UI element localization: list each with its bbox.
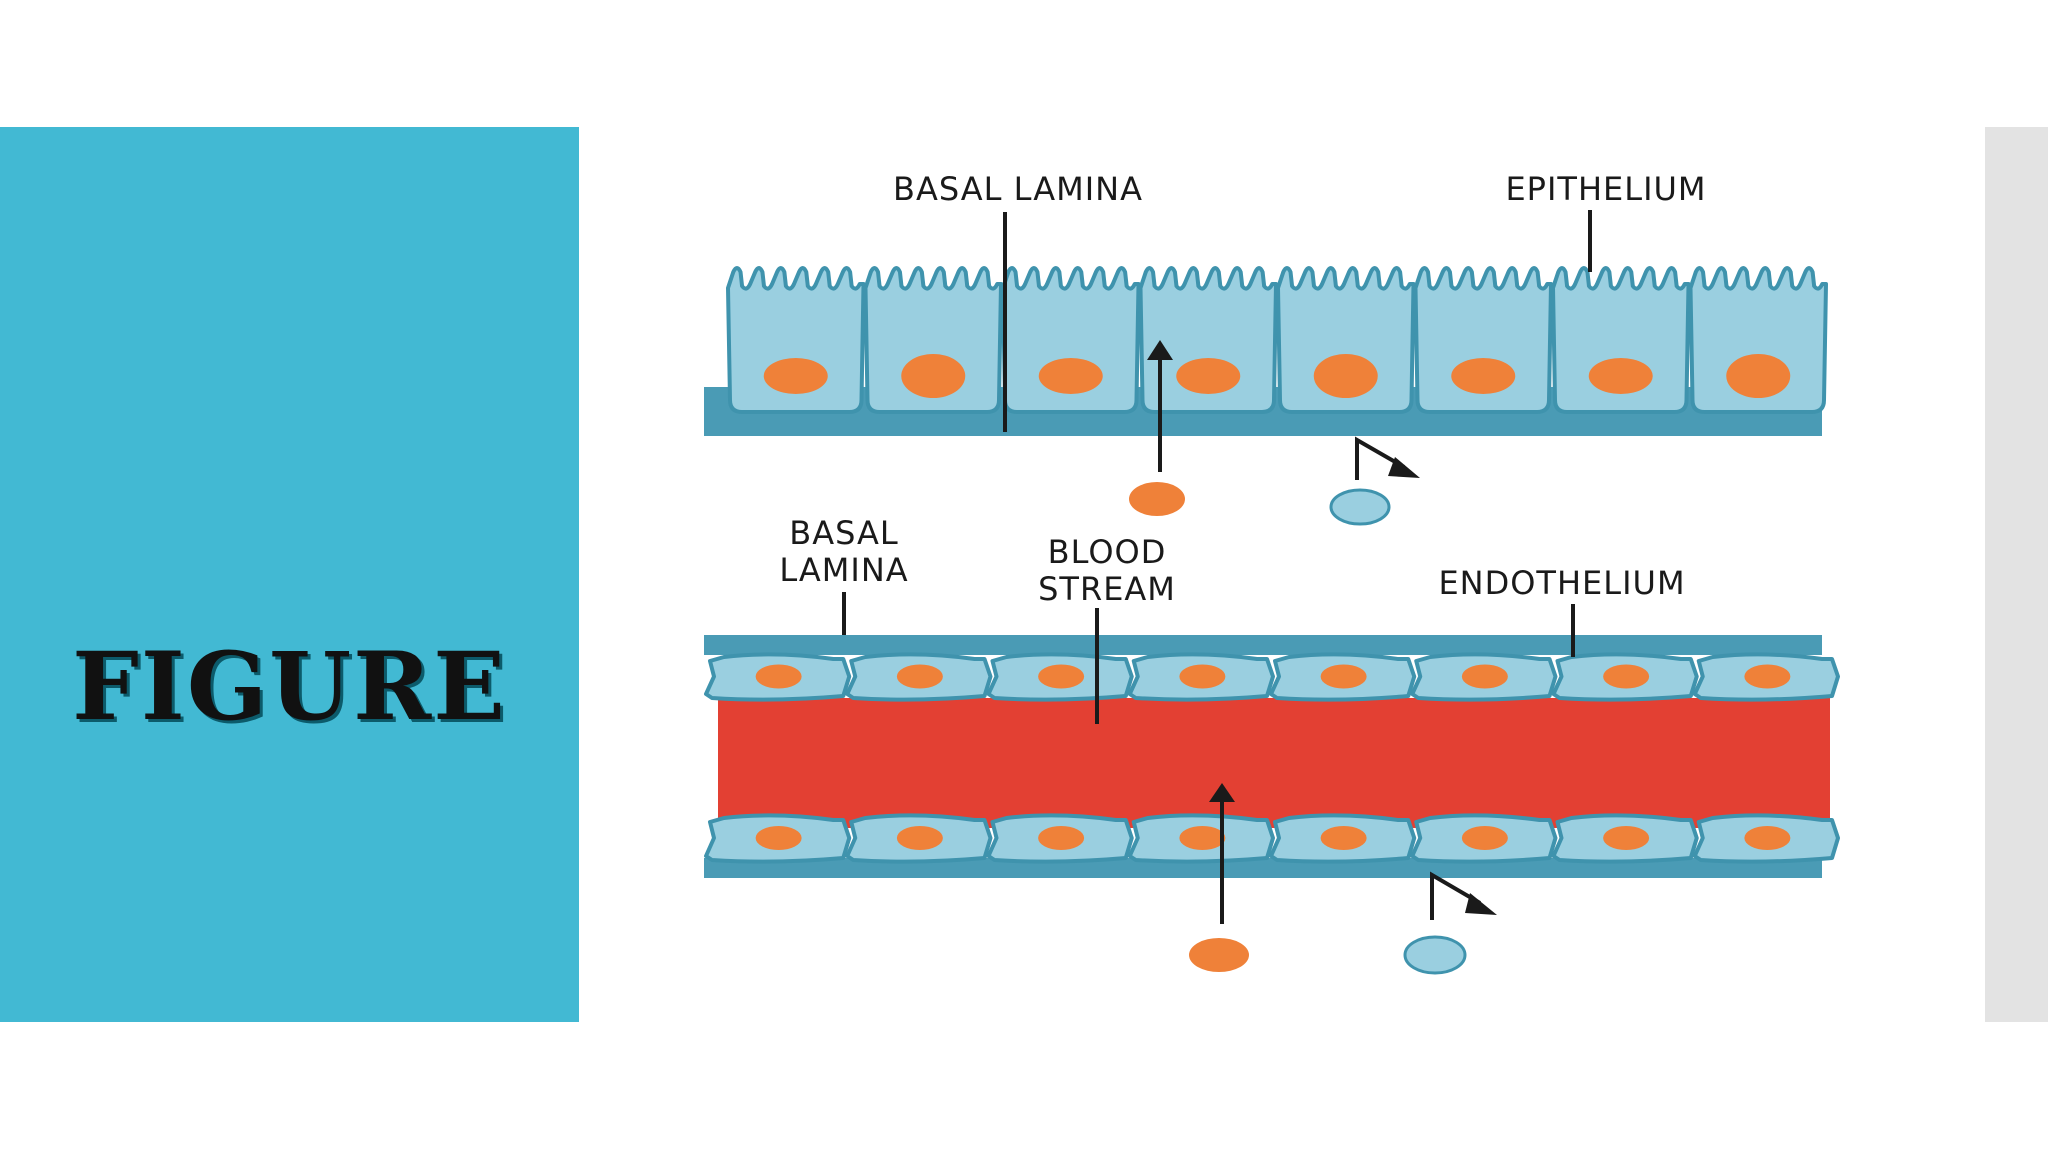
- title-panel: FIGURE: [0, 127, 579, 1022]
- right-edge-strip: [1985, 127, 2048, 1022]
- endothelial-nucleus: [1603, 664, 1650, 689]
- endothelial-nucleus: [1744, 826, 1791, 850]
- label-blood-stream-line2: STREAM: [1038, 570, 1176, 608]
- epithelial-cell: [863, 266, 1003, 414]
- endothelial-cell: [1551, 652, 1699, 702]
- endothelial-cell: [1269, 652, 1417, 702]
- vessel-basal-lamina-bottom: [704, 858, 1822, 878]
- endothelial-nucleus: [1179, 826, 1226, 850]
- label-blood-stream-line1: BLOOD: [1048, 533, 1167, 571]
- endothelial-nucleus: [1603, 826, 1650, 850]
- top-uptake-arrow: [1147, 340, 1173, 472]
- endothelial-cell: [1692, 813, 1840, 864]
- endothelial-cell: [704, 652, 852, 702]
- endothelial-cell: [704, 813, 852, 864]
- endothelial-nucleus: [1179, 664, 1226, 689]
- endothelial-cell: [1269, 813, 1417, 864]
- epithelial-cells: [726, 266, 1828, 414]
- bottom-orange-molecule: [1189, 938, 1249, 972]
- endothelial-cell: [1127, 652, 1275, 702]
- endothelial-cell: [986, 652, 1134, 702]
- label-basal-lamina-top: BASAL LAMINA: [893, 170, 1143, 208]
- epithelial-nucleus: [1038, 358, 1103, 394]
- bottom-uptake-arrow: [1209, 783, 1235, 924]
- epithelial-nucleus: [1588, 358, 1653, 394]
- endothelial-nucleus: [1320, 664, 1367, 689]
- epithelial-nucleus: [1176, 358, 1241, 394]
- label-basal-lamina-bottom-line1: BASAL: [789, 514, 898, 552]
- blood-stream: [718, 698, 1830, 828]
- label-basal-lamina-bottom-line2: LAMINA: [779, 551, 908, 589]
- endothelial-nucleus: [1461, 664, 1508, 689]
- vessel-basal-lamina-top: [704, 635, 1822, 655]
- label-epithelium: EPITHELIUM: [1505, 170, 1706, 208]
- endothelial-nucleus: [896, 826, 943, 850]
- epithelial-cell: [1138, 266, 1278, 414]
- endothelial-cell: [1410, 813, 1558, 864]
- endothelial-cell: [845, 652, 993, 702]
- endothelial-cells-upper: [704, 652, 1840, 702]
- epithelial-nucleus: [763, 358, 828, 394]
- label-endothelium: ENDOTHELIUM: [1438, 564, 1685, 602]
- endothelial-nucleus: [1038, 826, 1085, 850]
- epithelial-cell: [1551, 266, 1691, 414]
- endothelial-nucleus: [1038, 664, 1085, 689]
- epithelial-nucleus: [901, 354, 966, 398]
- epithelial-nucleus: [1313, 354, 1378, 398]
- epithelial-cell: [1413, 266, 1553, 414]
- endothelial-cell: [1551, 813, 1699, 864]
- top-blue-molecule: [1329, 488, 1391, 526]
- endothelial-nucleus: [755, 826, 802, 850]
- endothelial-nucleus: [1744, 664, 1791, 689]
- bottom-deflected-arrow: [1430, 871, 1497, 920]
- endothelial-cell: [845, 813, 993, 864]
- endothelial-nucleus: [1461, 826, 1508, 850]
- epithelial-cell: [1001, 266, 1141, 414]
- bottom-blue-molecule: [1403, 935, 1467, 975]
- top-orange-molecule: [1129, 482, 1185, 516]
- endothelial-cell: [1692, 652, 1840, 702]
- endothelial-nucleus: [755, 664, 802, 689]
- epithelial-nucleus: [1451, 358, 1516, 394]
- top-deflected-arrow: [1355, 436, 1420, 480]
- endothelial-nucleus: [896, 664, 943, 689]
- epithelial-cell: [1276, 266, 1416, 414]
- endothelial-cell: [986, 813, 1134, 864]
- slide-title: FIGURE: [72, 632, 507, 742]
- endothelial-cells-lower: [704, 813, 1840, 864]
- epithelial-cell: [726, 266, 866, 414]
- epithelial-cell: [1688, 266, 1828, 414]
- endothelial-cell: [1127, 813, 1275, 864]
- endothelial-cell: [1410, 652, 1558, 702]
- endothelial-nucleus: [1320, 826, 1367, 850]
- epithelial-nucleus: [1726, 354, 1791, 398]
